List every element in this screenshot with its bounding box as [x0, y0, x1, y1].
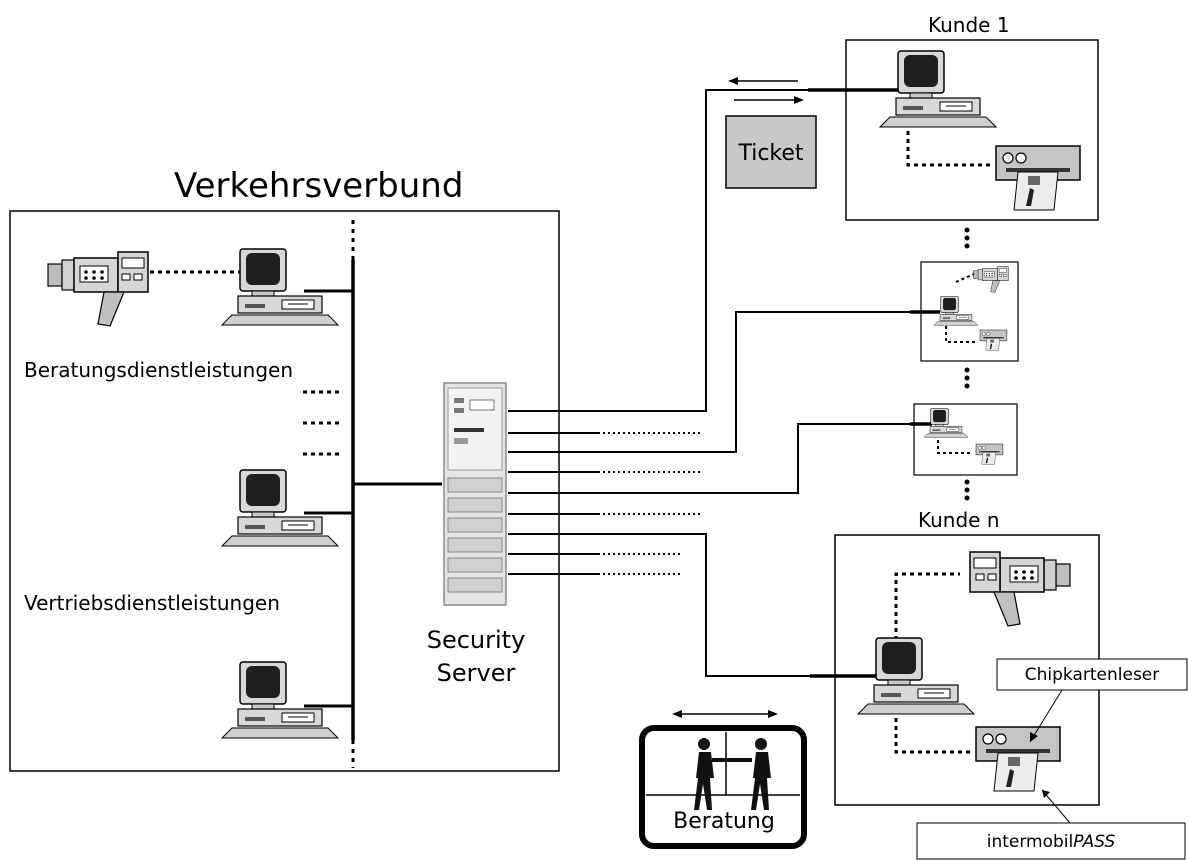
chipkartenleser-label: Chipkartenleser — [1025, 665, 1160, 685]
intermobilpass-callout — [916, 822, 1186, 860]
camera-link — [955, 273, 975, 283]
beratung-arrow — [672, 710, 778, 718]
pc-icon — [221, 248, 339, 326]
security-server-label: Security — [427, 626, 526, 654]
pc-icon — [221, 661, 339, 739]
ticket-label: Ticket — [737, 141, 803, 166]
ticket-flow-arrows — [728, 77, 804, 104]
card-reader-icon — [995, 145, 1081, 211]
chipkartenleser-callout — [996, 658, 1188, 691]
video-camera-icon — [47, 251, 149, 327]
camera-link — [894, 572, 960, 640]
verkehrsverbund-box — [9, 210, 560, 772]
callout-arrowhead — [1042, 790, 1050, 798]
card-reader-icon — [979, 329, 1008, 351]
printer-link — [906, 131, 992, 167]
video-camera-icon — [969, 551, 1071, 627]
ellipsis-dots — [964, 227, 970, 501]
intermobilpass-label: intermobilPASS — [987, 832, 1116, 852]
printer-link — [894, 718, 970, 754]
card-reader-icon — [975, 443, 1004, 465]
line-kunde3 — [508, 423, 910, 494]
kunden-title: Kunde n — [918, 508, 1000, 532]
handshake-icon — [694, 738, 771, 810]
beratung-services-label: Beratungsdienstleistungen — [24, 358, 293, 382]
kunde1-title: Kunde 1 — [928, 13, 1010, 37]
callout-arrowhead — [1030, 732, 1038, 742]
pc-icon — [221, 469, 339, 547]
kunde-small-box — [913, 403, 1018, 476]
pc-icon — [923, 408, 969, 438]
printer-link — [945, 326, 978, 343]
kunde-small-box — [920, 261, 1019, 362]
callout-pointer — [1041, 789, 1071, 824]
security-server-label: Server — [437, 659, 516, 687]
printer-link — [937, 440, 970, 454]
card-reader-icon — [975, 726, 1061, 792]
vertrieb-services-label: Vertriebsdienstleistungen — [24, 591, 280, 615]
server-rack-icon — [443, 382, 507, 606]
video-camera-icon — [972, 266, 1009, 293]
line-kunde2 — [508, 311, 910, 453]
kunde1-box — [845, 39, 1099, 221]
line-kunde1 — [508, 89, 808, 412]
pc-icon — [857, 637, 975, 715]
pc-icon — [879, 50, 997, 128]
pc-icon — [933, 296, 979, 326]
beratung-label: Beratung — [673, 809, 775, 834]
line-kunden — [508, 533, 810, 677]
ticket-box — [725, 115, 817, 189]
verkehrsverbund-title: Verkehrsverbund — [174, 166, 463, 206]
callout-pointer — [1029, 689, 1063, 743]
